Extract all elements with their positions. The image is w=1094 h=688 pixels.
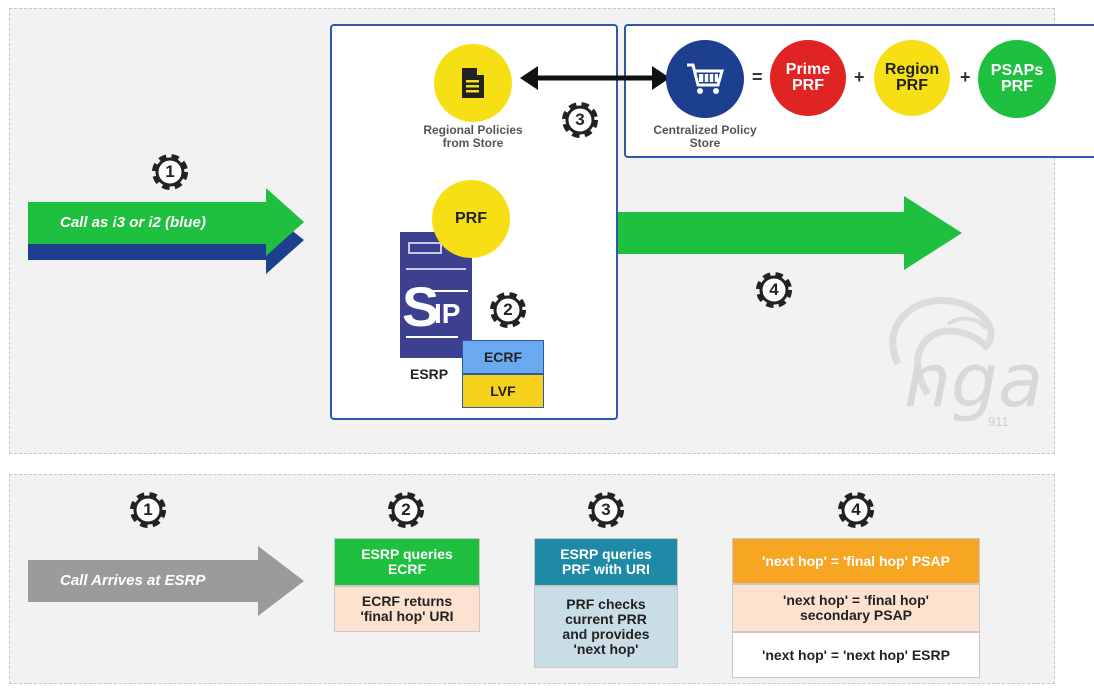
step4-header-box: 'next hop' = 'final hop' PSAP [732,538,980,584]
bottom-step-3-number: 3 [601,500,611,519]
plus-sign-1: + [854,67,865,87]
prf-circle: PRF [432,180,510,258]
bottom-step-4-gear-icon: 4 [832,486,880,534]
step-1-number: 1 [165,162,175,181]
bottom-step-2-gear-icon: 2 [382,486,430,534]
centralized-store-circle [666,40,744,118]
step-4-gear-icon: 4 [750,266,798,314]
nga-watermark-text: nga [904,338,1044,424]
prime-prf-circle: Prime PRF [770,40,846,116]
step-3-number: 3 [575,110,585,129]
sip-arrow-line-2 [406,336,458,338]
bottom-step-3-gear-icon: 3 [582,486,630,534]
call-arrow [28,188,304,274]
regional-policies-caption: Regional Policies from Store [423,123,523,150]
bottom-step-4-number: 4 [851,500,861,519]
regional-policies-circle [434,44,512,122]
step-4-number: 4 [769,280,779,299]
call-arrow-label: Call as i3 or i2 (blue) [60,214,206,231]
step-1-gear-icon: 1 [146,148,194,196]
bottom-step-2-number: 2 [401,500,411,519]
call-arrives-label: Call Arrives at ESRP [60,572,206,589]
document-icon [462,68,484,98]
lvf-box: LVF [462,374,544,408]
step4-bottom-box: 'next hop' = 'next hop' ESRP [732,632,980,678]
region-prf-circle: Region PRF [874,40,950,116]
step-2-gear-icon: 2 [484,286,532,334]
equals-sign: = [752,67,763,87]
ecrf-box: ECRF [462,340,544,374]
psaps-prf-circle: PSAPs PRF [978,40,1056,118]
sip-ip-label: IP [434,298,461,329]
plus-sign-2: + [960,67,971,87]
output-arrow [618,196,962,270]
sip-s-glyph: S [402,275,440,338]
nga-watermark-sub: 911 [988,414,1009,429]
step3-header-box: ESRP queries PRF with URI [534,538,678,586]
server-slot-line [406,268,466,270]
step2-body-box: ECRF returns 'final hop' URI [334,586,480,632]
call-arrives-arrow [28,546,304,616]
sync-double-arrow [520,66,670,90]
shopping-cart-icon [687,63,724,94]
server-slot [408,242,442,254]
bottom-step-1-gear-icon: 1 [124,486,172,534]
sip-arrow-line [416,290,468,292]
centralized-store-caption: Centralized Policy Store [653,123,757,150]
step-2-number: 2 [503,300,513,319]
esrp-label: ESRP [410,366,449,382]
step2-header-box: ESRP queries ECRF [334,538,480,586]
bottom-step-1-number: 1 [143,500,153,519]
step4-mid-box: 'next hop' = 'final hop' secondary PSAP [732,584,980,632]
step3-body-box: PRF checks current PRR and provides 'nex… [534,586,678,668]
nga-eagle-watermark-icon [889,296,995,396]
step-3-gear-icon: 3 [556,96,604,144]
